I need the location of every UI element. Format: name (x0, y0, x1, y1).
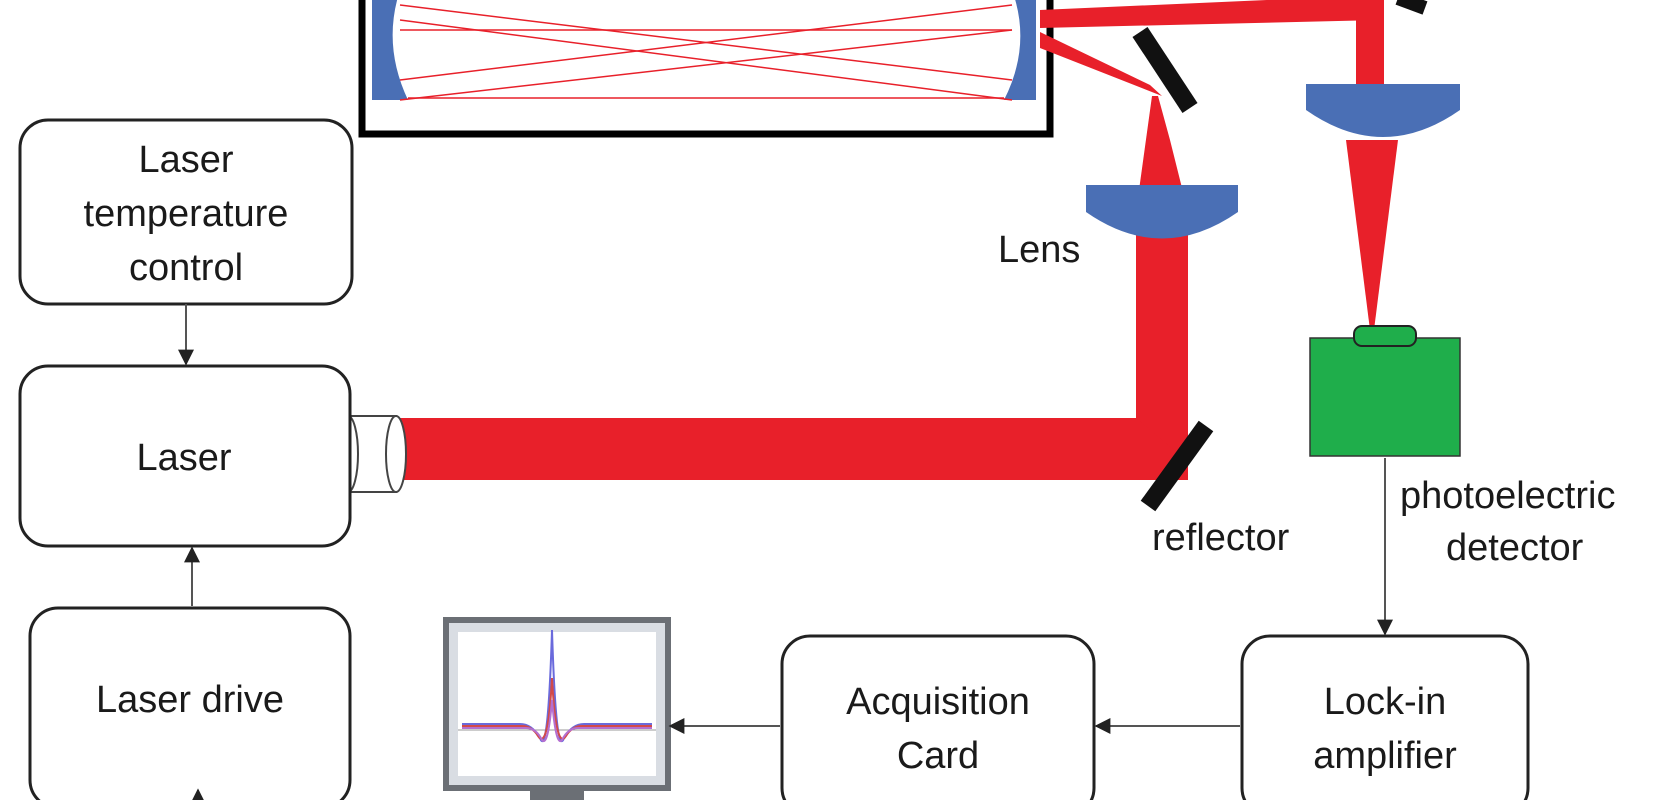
mirror-upper (1132, 27, 1198, 113)
laser-beam (398, 0, 1398, 480)
cell-right-mirror (1004, 0, 1036, 100)
temp-control-line2: temperature (84, 193, 289, 235)
block-lock-in-amplifier: Lock-in amplifier (1240, 634, 1530, 800)
lock-in-line2: amplifier (1313, 735, 1457, 777)
temp-control-line3: control (129, 247, 243, 289)
signal-curve-violet (462, 699, 652, 743)
gas-cell (358, 0, 1054, 138)
temp-control-line1: Laser (138, 139, 233, 181)
acquisition-card-line2: Card (897, 735, 979, 777)
lens-label: Lens (998, 229, 1080, 271)
laser-label: Laser (136, 437, 231, 479)
acquisition-card-line1: Acquisition (846, 681, 1030, 723)
computer-monitor (443, 617, 671, 800)
block-temp-control: Laser temperature control (18, 118, 354, 306)
multipass-rays (399, 4, 1013, 101)
block-acquisition-card: Acquisition Card (780, 634, 1096, 800)
block-laser-drive: Laser drive (28, 606, 352, 800)
reflector-label: reflector (1152, 517, 1290, 559)
laser-drive-label: Laser drive (96, 679, 284, 721)
cell-left-mirror (372, 0, 408, 100)
detector-label-line1: photoelectric (1400, 475, 1615, 517)
mirror-top-right (1395, 0, 1428, 15)
photoelectric-detector (1309, 325, 1461, 457)
reflector-mirror (1140, 420, 1214, 512)
block-laser: Laser (18, 364, 352, 548)
lens-1 (1086, 185, 1238, 239)
lock-in-line1: Lock-in (1324, 681, 1447, 723)
detector-label-line2: detector (1446, 527, 1584, 569)
lens-2 (1306, 84, 1460, 137)
